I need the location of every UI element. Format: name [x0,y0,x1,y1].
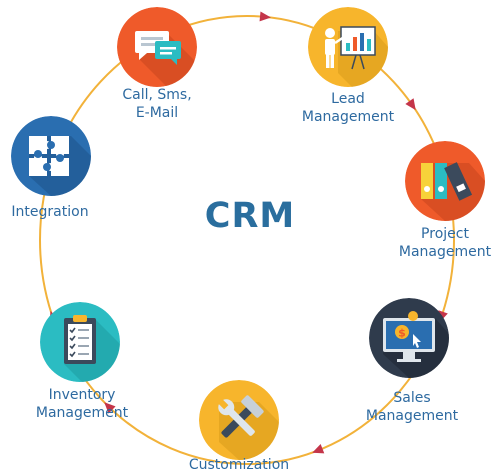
flow-arrow-5 [104,402,116,414]
clipboard-checklist-icon [40,302,120,382]
wrench-hammer-icon [199,380,279,460]
inventory-label: Inventory Management [27,386,137,422]
lead-label: Lead Management [298,90,398,126]
center-title: CRM [204,196,296,236]
inventory-label-line2: Management [35,405,129,421]
custom-label-line1: Customization [188,457,290,473]
call-label-line2: E-Mail [135,105,179,121]
lead-label-line1: Lead [331,91,365,107]
sales-badge: $ [369,298,449,378]
project-badge [405,141,485,221]
call-badge [117,7,197,87]
sales-label-line1: Sales [393,390,431,406]
lead-label-line2: Management [301,109,395,125]
inventory-label-line1: Inventory [48,387,116,403]
puzzle-pieces-icon [11,116,91,196]
custom-badge [199,380,279,460]
integration-label-line1: Integration [11,204,89,220]
integration-label: Integration [0,203,100,221]
flow-arrow-1 [259,11,271,22]
project-label-line2: Management [398,244,492,260]
ring-path [39,15,455,465]
lead-badge [308,7,388,87]
inventory-badge [40,302,120,382]
binders-icon [405,141,485,221]
monitor-dollar-icon: $ [369,298,449,378]
sales-label-line2: Management [365,408,459,424]
svg-text:$: $ [398,327,406,340]
call-label: Call, Sms, E-Mail [107,86,207,122]
chat-bubbles-icon [117,7,197,87]
custom-label: Customization [179,456,299,473]
flow-arrow-2 [405,98,416,111]
project-label-line1: Project [421,226,469,242]
sales-label: Sales Management [362,389,462,425]
presenter-chart-icon [308,7,388,87]
call-label-line1: Call, Sms, [122,87,192,103]
integration-badge [11,116,91,196]
project-label: Project Management [395,225,495,261]
flow-arrow-4 [312,444,325,454]
